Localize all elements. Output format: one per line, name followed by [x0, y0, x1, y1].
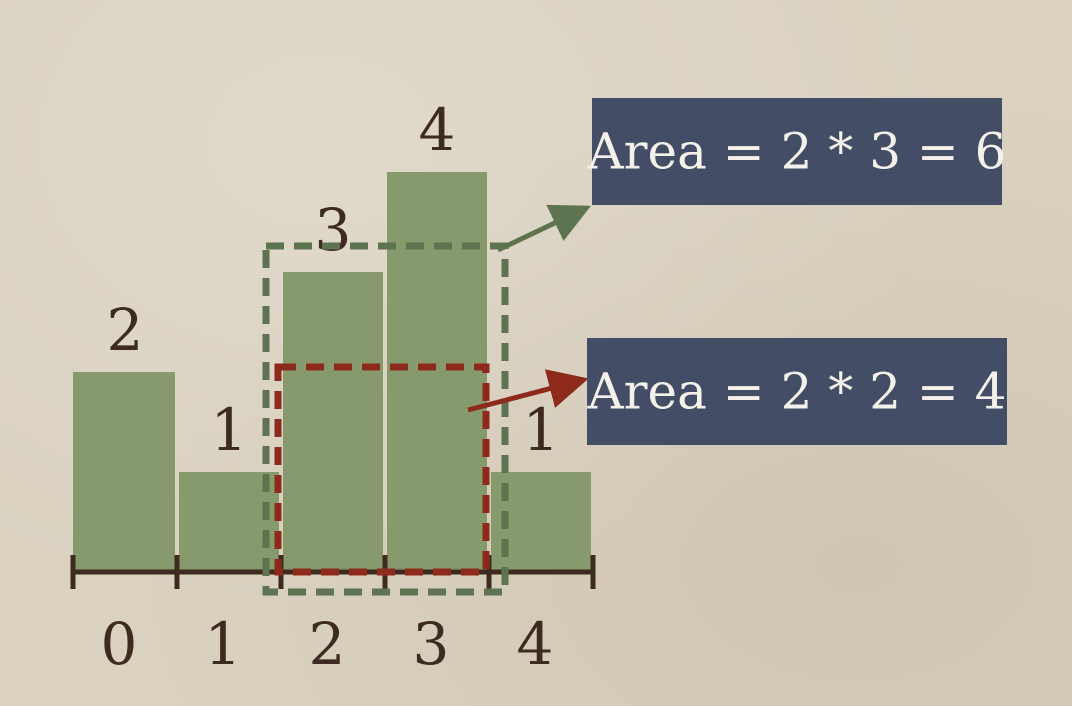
bar-1 [179, 472, 279, 572]
x-tick-label-1: 1 [205, 610, 242, 678]
x-tick-label-4: 4 [517, 610, 554, 678]
x-tick-label-0: 0 [101, 610, 138, 678]
callout-box-2 [587, 338, 1007, 445]
bar-value-label-0: 2 [107, 296, 144, 364]
bar-value-label-2: 3 [315, 196, 352, 264]
bar-value-label-4: 1 [523, 396, 560, 464]
x-tick-label-2: 2 [309, 610, 346, 678]
callout-label-2: Area = 2 * 2 = 4 [587, 363, 1007, 421]
callout-box-1 [592, 98, 1002, 205]
highlight-rect-2 [274, 363, 490, 576]
x-tick-label-3: 3 [413, 610, 450, 678]
bar-0 [73, 372, 175, 572]
bar-3 [387, 172, 487, 572]
highlight-rect-1 [262, 242, 509, 596]
bar-2 [283, 272, 383, 572]
bar-value-label-1: 1 [211, 396, 248, 464]
bar-value-label-3: 4 [419, 96, 456, 164]
callout-label-1: Area = 2 * 3 = 6 [587, 123, 1007, 181]
callout-arrow-1 [496, 204, 592, 253]
callout-arrow-2 [467, 369, 589, 413]
